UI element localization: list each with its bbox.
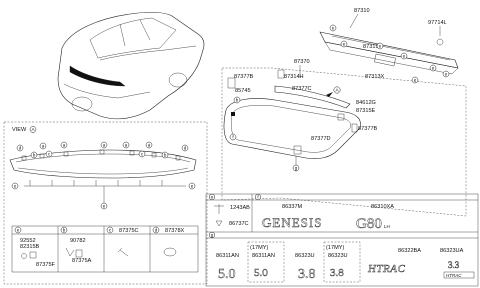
- label-86323UA: 86323UA: [440, 248, 464, 254]
- label-1243AB: 1243AB: [230, 205, 250, 211]
- emblem-3-3: 3.3: [448, 260, 460, 270]
- label-87314H: 87314H: [284, 74, 304, 80]
- view-marker-A: A: [335, 88, 339, 93]
- callout-g: g: [295, 166, 298, 171]
- callout-b: b: [236, 98, 239, 103]
- callout-e: e: [379, 44, 382, 49]
- label-87375F: 87375F: [36, 262, 56, 268]
- legend-callout-d: d: [155, 228, 158, 233]
- car-illustration: [57, 11, 205, 120]
- callout-a: a: [42, 144, 45, 149]
- view-label: VIEW: [12, 127, 27, 133]
- callout-f: f: [232, 135, 234, 140]
- callout-e: e: [414, 78, 417, 83]
- label-82315B: 82315B: [20, 244, 40, 250]
- g80-suffix: LH: [384, 224, 390, 229]
- callout-e: e: [332, 26, 335, 31]
- label-87310: 87310: [354, 8, 370, 14]
- callout-a: a: [125, 143, 128, 148]
- label-86323U-a: 86323U: [295, 253, 315, 259]
- label-87377D: 87377D: [311, 136, 331, 142]
- label-85745: 85745: [235, 88, 251, 94]
- fastener-legend-table: e b c d 87375C 87378X 92552 82315B 87375…: [11, 225, 199, 273]
- table-callout-g: g: [211, 233, 214, 238]
- view-marker: A: [31, 127, 35, 132]
- g80-badge: G80: [356, 216, 382, 232]
- callout-e: e: [432, 66, 435, 71]
- callout-c: c: [141, 152, 144, 157]
- label-87377B-a: 87377B: [234, 74, 254, 80]
- label-97714L: 97714L: [428, 20, 447, 26]
- label-86311AN-a: 86311AN: [216, 253, 239, 259]
- view-a-clips: [21, 149, 181, 161]
- garnish-assembly-87310: 87310 97714L 87319 87313X e e e e e e e: [319, 8, 459, 84]
- callout-c: c: [48, 152, 51, 157]
- label-87319: 87319: [363, 44, 379, 50]
- label-87375A: 87375A: [72, 258, 92, 264]
- label-86737C: 86737C: [229, 221, 249, 227]
- label-87370: 87370: [294, 59, 310, 65]
- emblem-3-8: 3.8: [298, 267, 316, 282]
- genesis-wordmark: GENESIS: [262, 215, 322, 230]
- label-86310XA: 86310XA: [371, 204, 394, 210]
- table-callout-e: e: [211, 195, 214, 200]
- view-a-panel: VIEW A a a a a a d d b b c c e e e: [3, 121, 208, 285]
- label-17MY-b: (17MY): [326, 245, 344, 251]
- label-87377C: 87377C: [292, 86, 312, 92]
- table-callout-f: f: [257, 195, 259, 200]
- label-86322BA: 86322BA: [398, 248, 421, 254]
- callout-e: e: [191, 184, 194, 189]
- callout-a: a: [103, 143, 106, 148]
- callout-e: e: [343, 42, 346, 47]
- callout-b: b: [164, 153, 167, 158]
- label-87377B-b: 87377B: [358, 126, 378, 132]
- htrac-small-emblem: HTRAC: [446, 273, 462, 278]
- callout-e: e: [14, 184, 17, 189]
- callout-a: a: [63, 143, 66, 148]
- callout-e: e: [103, 204, 106, 209]
- callout-e: e: [403, 54, 406, 59]
- legend-callout-b: b: [63, 228, 66, 233]
- emblem-table: e f g 1243AB 86737C 86337M 86310XA GENES…: [205, 193, 479, 287]
- callout-d: d: [184, 146, 187, 151]
- label-92552: 92552: [20, 238, 36, 244]
- emblem-3-8-small: 3.8: [330, 267, 344, 279]
- callout-e: e: [445, 72, 448, 77]
- label-17MY-a: (17MY): [250, 245, 268, 251]
- label-84612G: 84612G: [356, 100, 376, 106]
- label-87315E: 87315E: [356, 108, 376, 114]
- callout-b: b: [33, 153, 36, 158]
- callout-a: a: [148, 143, 151, 148]
- emblem-5-0: 5.0: [218, 267, 236, 282]
- label-87313X: 87313X: [365, 74, 385, 80]
- label-86323U-b: 86323U: [328, 253, 348, 259]
- label-87375C: 87375C: [119, 228, 139, 234]
- legend-callout-c: c: [109, 228, 112, 233]
- callout-d: d: [19, 146, 22, 151]
- label-86311AN-b: 86311AN: [252, 253, 275, 259]
- emblem-5-0-small: 5.0: [254, 267, 268, 279]
- label-90782: 90782: [70, 238, 86, 244]
- garnish-assembly-87370: 87370 87377B 87314H 85745 87377C 84612G …: [221, 59, 467, 217]
- label-87378X: 87378X: [165, 228, 185, 234]
- label-86337M: 86337M: [282, 204, 303, 210]
- htrac-emblem: HTRAC: [367, 263, 406, 275]
- legend-callout-e: e: [17, 228, 20, 233]
